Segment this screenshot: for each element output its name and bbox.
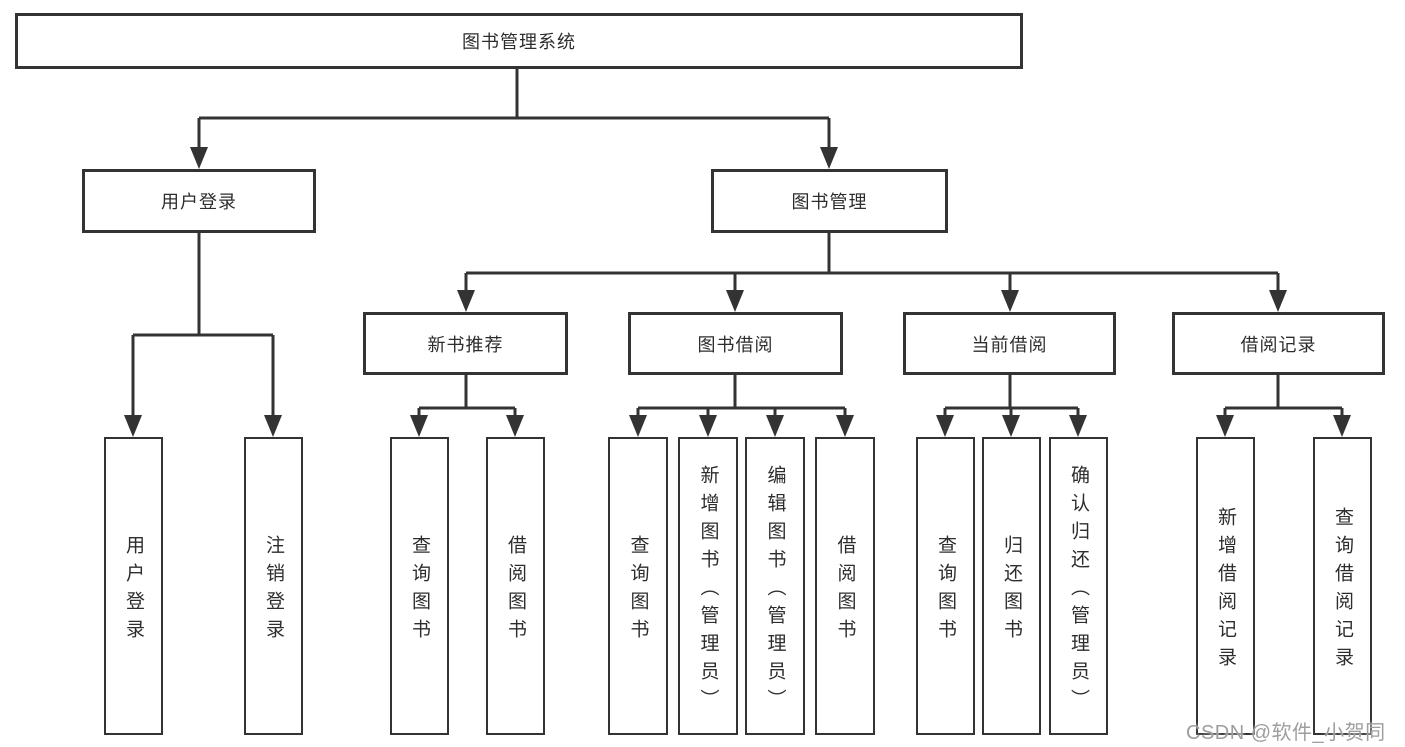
leaf-label: 编辑图书（管理员） xyxy=(764,464,786,717)
node-book-management: 图书管理 xyxy=(711,169,948,233)
node-book-borrowing: 图书借阅 xyxy=(628,312,843,375)
leaf-label: 借阅图书 xyxy=(505,534,526,647)
leaf-label: 归还图书 xyxy=(1001,534,1022,647)
connector-borrowing-records xyxy=(1223,375,1344,418)
leaf-label: 查询图书 xyxy=(935,534,956,647)
leaf-label: 查询图书 xyxy=(409,534,430,647)
node-label: 当前借阅 xyxy=(971,334,1048,355)
leaf-label: 查询借阅记录 xyxy=(1332,506,1353,675)
connector-user-login xyxy=(131,233,275,418)
node-label: 图书借阅 xyxy=(697,334,774,355)
node-user-login: 用户登录 xyxy=(82,169,316,233)
leaf-label: 借阅图书 xyxy=(834,534,856,647)
leaf-current-confirm-return-admin: 确认归还（管理员） xyxy=(1049,437,1108,735)
leaf-borrowing-edit-book-admin: 编辑图书（管理员） xyxy=(745,437,805,735)
leaf-current-query-books: 查询图书 xyxy=(916,437,975,735)
leaf-records-query-record: 查询借阅记录 xyxy=(1313,437,1372,735)
leaf-user-login: 用户登录 xyxy=(104,437,163,735)
connector-book-management xyxy=(464,233,1280,293)
leaf-current-return-books: 归还图书 xyxy=(982,437,1041,735)
leaf-label: 新增图书（管理员） xyxy=(697,464,719,717)
leaf-label: 注销登录 xyxy=(263,534,284,647)
leaf-label: 新增借阅记录 xyxy=(1215,506,1236,675)
node-label: 新书推荐 xyxy=(427,334,504,355)
leaf-borrowing-borrow-books: 借阅图书 xyxy=(815,437,875,735)
leaf-borrowing-add-book-admin: 新增图书（管理员） xyxy=(678,437,738,735)
node-library-management-system: 图书管理系统 xyxy=(15,13,1023,69)
leaf-label: 用户登录 xyxy=(123,534,144,647)
node-label: 借阅记录 xyxy=(1240,334,1317,355)
connector-book-borrowing xyxy=(636,375,847,418)
leaf-logout: 注销登录 xyxy=(244,437,303,735)
connector-new-book-recommend xyxy=(417,375,517,418)
leaf-label: 确认归还（管理员） xyxy=(1068,464,1089,717)
csdn-watermark: CSDN @软件_小贺同学 xyxy=(1186,722,1386,744)
leaf-borrowing-query-books: 查询图书 xyxy=(608,437,668,735)
node-label: 图书管理 xyxy=(791,192,868,212)
node-label: 用户登录 xyxy=(161,192,237,212)
leaf-label: 查询图书 xyxy=(627,534,649,647)
node-new-book-recommend: 新书推荐 xyxy=(363,312,568,375)
leaf-recommend-query-books: 查询图书 xyxy=(390,437,449,735)
connector-current-borrowing xyxy=(943,375,1080,418)
node-label: 图书管理系统 xyxy=(462,32,576,52)
leaf-recommend-borrow-books: 借阅图书 xyxy=(486,437,545,735)
connector-root xyxy=(197,68,831,150)
node-borrowing-records: 借阅记录 xyxy=(1172,312,1385,375)
node-current-borrowing: 当前借阅 xyxy=(903,312,1116,375)
leaf-records-add-record: 新增借阅记录 xyxy=(1196,437,1255,735)
